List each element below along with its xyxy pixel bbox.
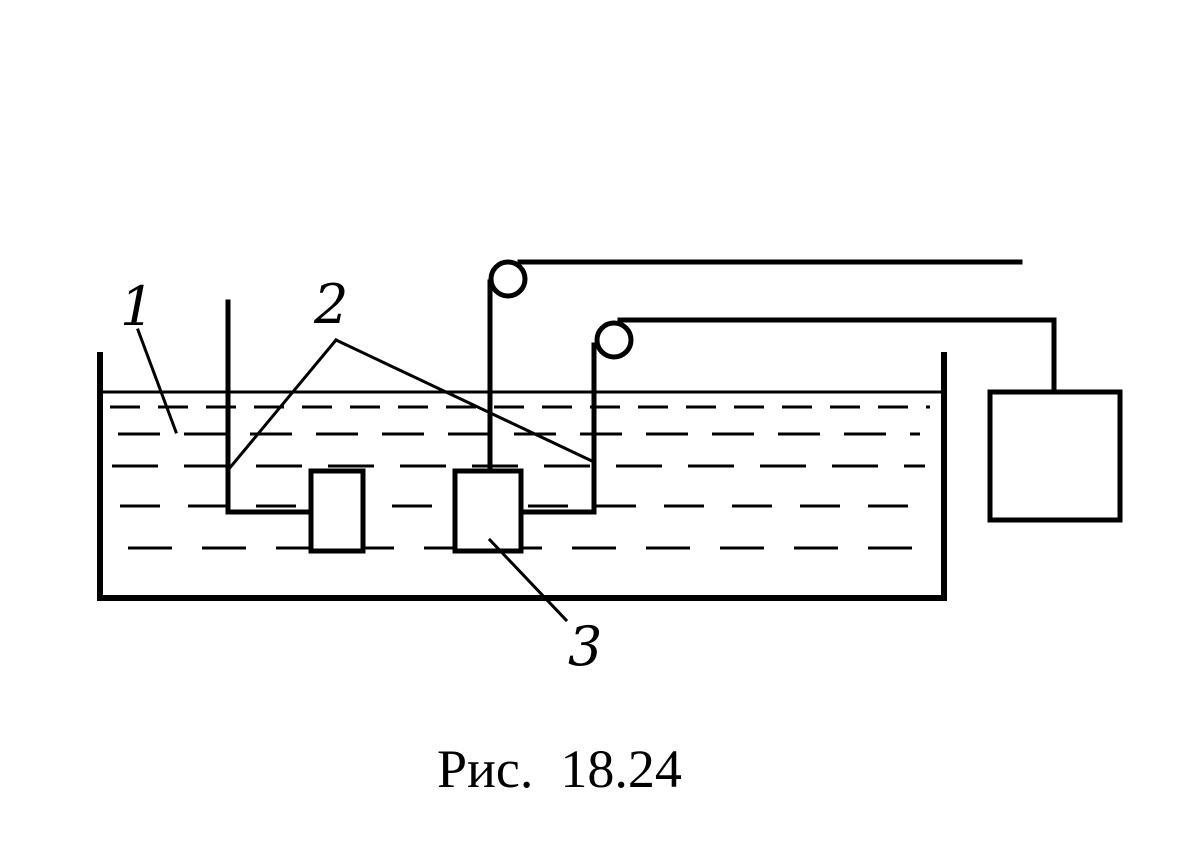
upper-pulley	[488, 259, 528, 299]
specimen-wire	[487, 259, 1023, 474]
instrument-lead	[518, 317, 1057, 515]
left-electrode-lead	[225, 299, 314, 515]
lower-pulley	[594, 320, 634, 360]
instrument-box	[987, 389, 1123, 523]
label-specimen: 3	[568, 615, 602, 678]
leader-lines	[136, 328, 596, 623]
specimen-block	[452, 468, 524, 554]
label-electrodes: 2	[313, 273, 348, 336]
tank-outline	[97, 352, 947, 601]
label-liquid: 1	[120, 275, 154, 338]
left-electrode	[308, 468, 366, 554]
figure-caption: Рис. 18.24	[437, 739, 682, 799]
